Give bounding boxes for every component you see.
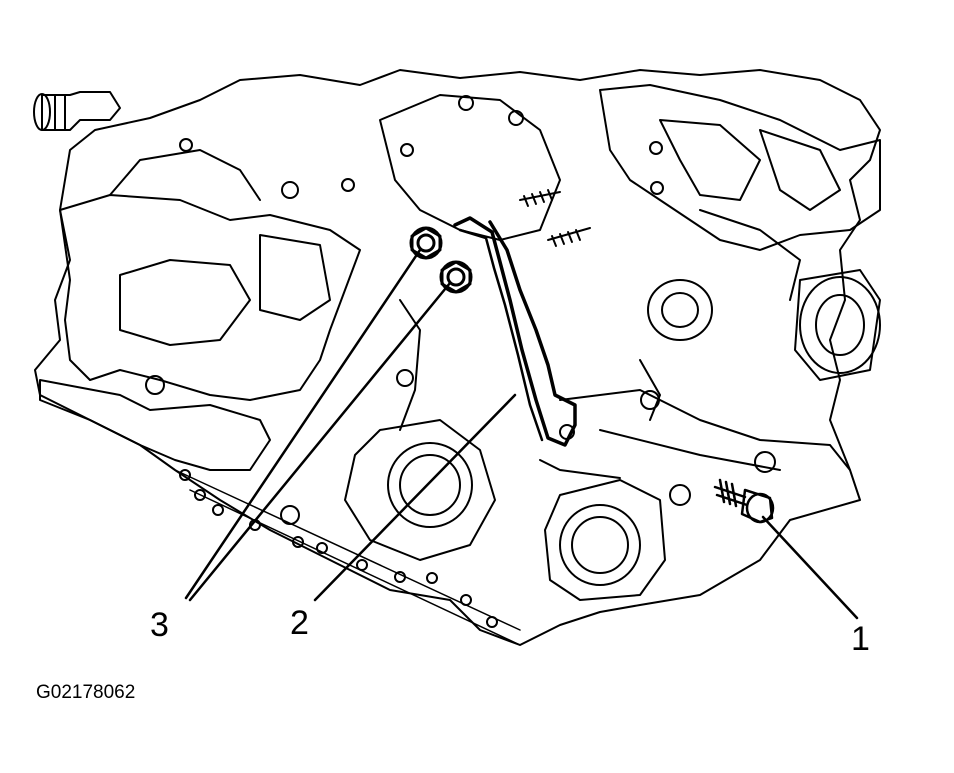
exhaust-flange [799, 276, 881, 374]
middle-flange [647, 279, 713, 341]
studs [519, 189, 591, 247]
hose-neck-end [33, 93, 51, 131]
leader-lines [184, 248, 859, 620]
bracket [453, 216, 577, 447]
leader-3b [188, 281, 452, 602]
hose-neck [41, 91, 121, 131]
ledge-bolt [145, 375, 165, 395]
nut-upper [409, 226, 443, 260]
bolt [713, 478, 775, 524]
intake-runners [599, 84, 881, 251]
engine-block-outline [34, 69, 881, 646]
pump-housing [559, 504, 641, 586]
front-cover-left [59, 194, 361, 401]
leader-1 [761, 515, 859, 620]
lower-ledge [39, 379, 271, 471]
figure-id: G02178062 [36, 682, 136, 703]
crank-housing [387, 442, 473, 528]
callout-2: 2 [290, 604, 309, 642]
leader-2 [313, 393, 517, 602]
bracket-lower-hole [559, 424, 575, 440]
callout-1: 1 [851, 620, 870, 658]
leader-3a [184, 248, 422, 600]
callout-3: 3 [150, 606, 169, 644]
nut-lower [439, 260, 473, 294]
